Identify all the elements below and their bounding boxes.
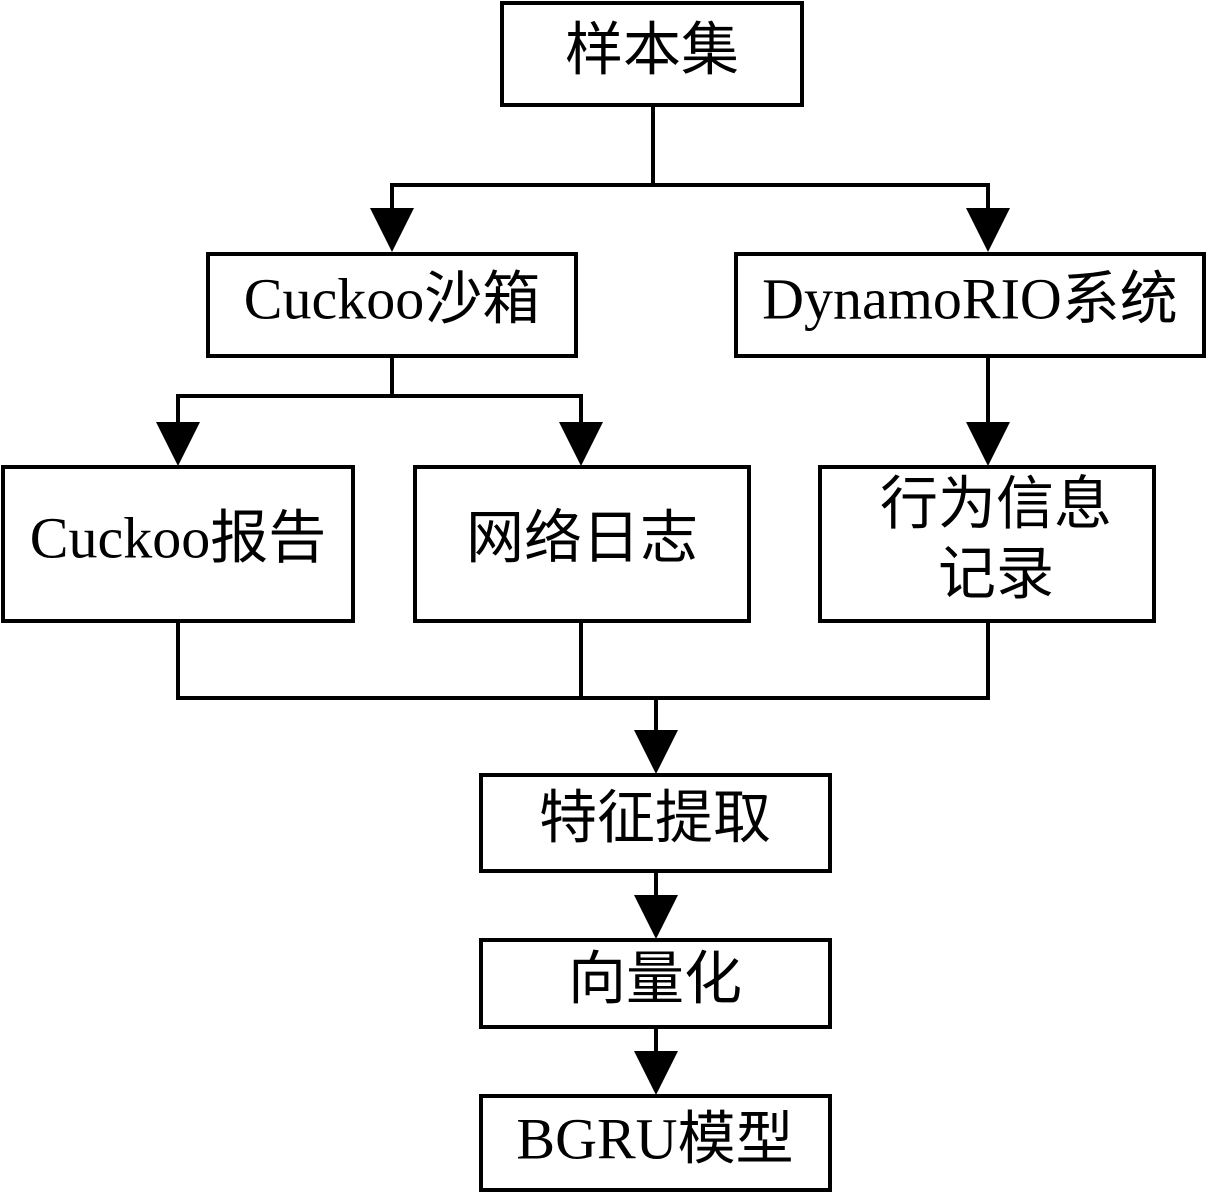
edge-cuckoo-to-netlog bbox=[392, 394, 583, 428]
arrowhead-cuckoo-sandbox bbox=[370, 208, 414, 252]
node-behavior-record: 行为信息 记录 bbox=[818, 465, 1156, 623]
arrowhead-behavior-record bbox=[966, 422, 1010, 466]
arrowhead-network-log bbox=[559, 422, 603, 466]
node-feature-extraction: 特征提取 bbox=[479, 773, 832, 873]
node-sample-set: 样本集 bbox=[500, 1, 804, 107]
node-cuckoo-sandbox: Cuckoo沙箱 bbox=[206, 252, 578, 358]
arrowhead-cuckoo-report bbox=[156, 422, 200, 466]
connectors bbox=[176, 105, 990, 1058]
node-behavior-record-label-line1: 行为信息 bbox=[880, 471, 1112, 536]
node-vectorization-label: 向量化 bbox=[568, 946, 742, 1011]
node-bgru-model-label: BGRU模型 bbox=[516, 1106, 793, 1171]
node-behavior-record-label-line2: 记录 bbox=[938, 541, 1054, 606]
edge-cuckoo-to-report bbox=[176, 356, 394, 428]
node-cuckoo-report: Cuckoo报告 bbox=[1, 465, 355, 623]
node-bgru-model: BGRU模型 bbox=[479, 1094, 832, 1192]
node-dynamorio-system-label: DynamoRIO系统 bbox=[762, 266, 1178, 331]
node-cuckoo-sandbox-label: Cuckoo沙箱 bbox=[244, 266, 540, 331]
node-network-log: 网络日志 bbox=[413, 465, 751, 623]
node-network-log-label: 网络日志 bbox=[466, 505, 698, 570]
node-vectorization: 向量化 bbox=[479, 938, 832, 1029]
node-cuckoo-report-label: Cuckoo报告 bbox=[30, 505, 326, 570]
node-dynamorio-system: DynamoRIO系统 bbox=[734, 252, 1206, 358]
arrowhead-bgru-model bbox=[634, 1051, 678, 1095]
arrowhead-vectorization bbox=[634, 895, 678, 939]
arrowhead-dynamorio bbox=[966, 208, 1010, 252]
edge-sample-to-cuckoo bbox=[390, 105, 655, 218]
arrow-heads bbox=[156, 208, 1010, 1095]
node-feature-extraction-label: 特征提取 bbox=[539, 785, 771, 850]
edge-sample-to-dynamorio bbox=[653, 183, 990, 218]
node-sample-set-label: 样本集 bbox=[565, 17, 739, 82]
arrowhead-feature-extraction bbox=[634, 730, 678, 774]
